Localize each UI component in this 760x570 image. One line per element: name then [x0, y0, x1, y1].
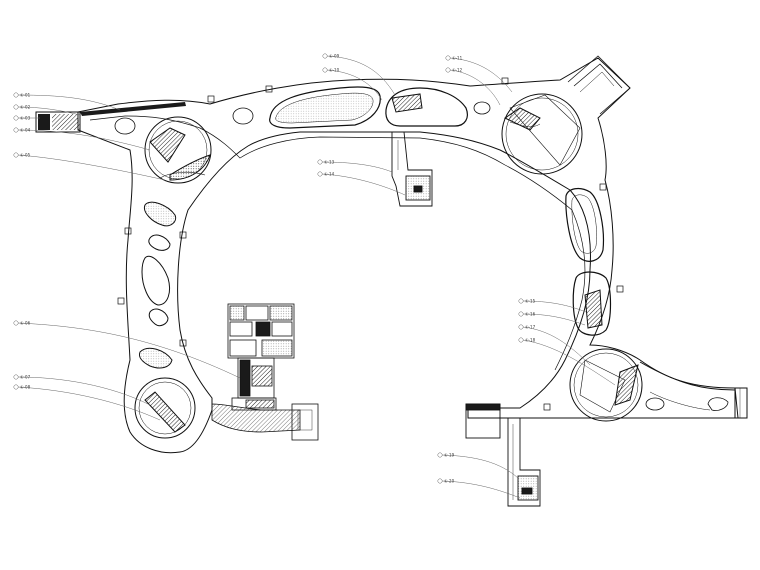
southwest-building [227, 303, 295, 411]
callout: ①-20 [437, 479, 521, 499]
svg-text:①-19: ①-19 [444, 453, 455, 458]
svg-text:①-02: ①-02 [20, 105, 31, 110]
north-stair-pavilion [391, 131, 433, 207]
svg-text:①-08: ①-08 [20, 385, 31, 390]
plaza-top-left [144, 116, 212, 184]
svg-text:①-12: ①-12 [452, 68, 463, 73]
svg-text:①-05: ①-05 [20, 153, 31, 158]
callout: ①-19 [437, 453, 519, 479]
planter-right-2 [572, 271, 612, 336]
svg-text:①-18: ①-18 [525, 338, 536, 343]
east-bridge [639, 361, 748, 419]
callout: ①-02 [13, 105, 81, 116]
svg-text:①-07: ①-07 [20, 375, 31, 380]
planter-top-2 [385, 87, 468, 127]
svg-text:①-04: ①-04 [20, 128, 31, 133]
callout: ①-10 [322, 68, 383, 101]
walkway-pads [114, 101, 729, 411]
svg-text:①-09: ①-09 [329, 54, 340, 59]
callout: ①-15 [518, 299, 587, 313]
plaza-bottom-right [569, 348, 643, 422]
west-bridge [35, 102, 186, 133]
callout: ①-07 [13, 375, 151, 406]
svg-text:①-10: ①-10 [329, 68, 340, 73]
plaza-bottom-left [134, 377, 196, 439]
callout: ①-08 [13, 385, 161, 421]
planter-top-1 [269, 86, 381, 129]
svg-text:①-13: ①-13 [324, 160, 335, 165]
callout: ①-11 [445, 56, 513, 93]
callout: ①-04 [13, 128, 151, 151]
callout: ①-01 [13, 93, 121, 111]
planter-left-set [139, 201, 177, 369]
svg-text:①-15: ①-15 [525, 299, 536, 304]
northeast-ramp [567, 55, 631, 115]
svg-text:①-20: ①-20 [444, 479, 455, 484]
callout: ①-13 [317, 160, 393, 173]
svg-text:①-01: ①-01 [20, 93, 31, 98]
edge-markers [117, 77, 624, 411]
callout: ①-06 [13, 321, 241, 379]
callout: ①-18 [518, 338, 616, 386]
svg-text:①-14: ①-14 [324, 172, 335, 177]
callout: ①-12 [445, 68, 501, 106]
callout: ①-14 [317, 172, 406, 196]
callout: ①-09 [322, 54, 396, 96]
planter-right-1 [565, 187, 605, 262]
callout: ①-16 [518, 312, 586, 326]
callout: ①-05 [13, 153, 166, 181]
svg-text:①-03: ①-03 [20, 116, 31, 121]
plaza-top-right [501, 93, 583, 175]
callout-layer: ①-01 ①-02 ①-03 ①-04 ①-05 ①-06 [13, 54, 616, 499]
southwest-pavilion [211, 403, 319, 441]
svg-text:①-16: ①-16 [525, 312, 536, 317]
callout: ①-17 [518, 325, 591, 366]
svg-text:①-06: ①-06 [20, 321, 31, 326]
svg-text:①-11: ①-11 [452, 56, 463, 61]
svg-text:①-17: ①-17 [525, 325, 536, 330]
callout: ①-03 [13, 116, 40, 121]
southeast-stair-pavilion [465, 403, 541, 507]
